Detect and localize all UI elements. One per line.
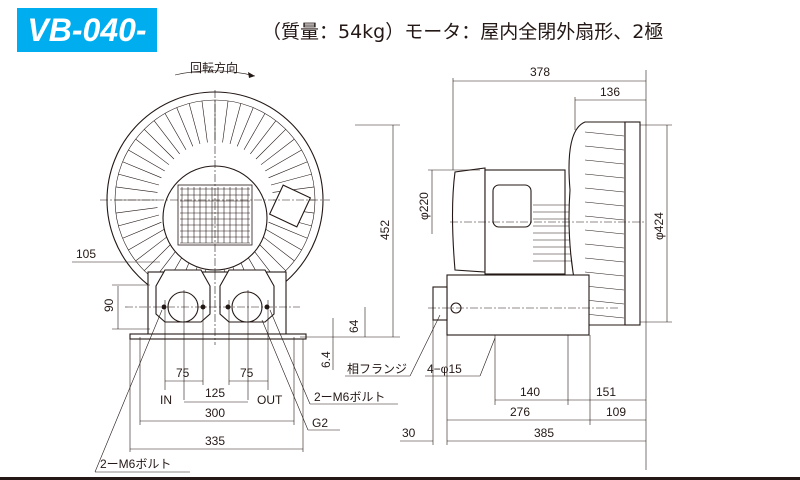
rotation-label: 回転方向 xyxy=(190,60,238,75)
dim-125: 125 xyxy=(205,386,225,400)
label-in: IN xyxy=(160,393,172,407)
dim-phi424: φ424 xyxy=(652,212,666,240)
spec-caption: （質量：54kg）モータ：屋内全閉外扇形、2極 xyxy=(262,21,664,43)
dim-136: 136 xyxy=(600,85,620,99)
label-bolt-left: 2ーM6ボルト xyxy=(100,457,171,471)
base-side xyxy=(446,274,590,336)
dim-75-out: 75 xyxy=(240,366,254,380)
base-plate xyxy=(129,333,307,340)
model-badge: VB-040-E4 xyxy=(17,8,157,92)
dim-30: 30 xyxy=(402,426,416,440)
dim-75-in: 75 xyxy=(176,366,190,380)
label-bolt-right: 2ーM6ボルト xyxy=(314,390,385,404)
terminal-box xyxy=(268,184,312,228)
bottom-rule xyxy=(0,477,800,480)
motor-fan-cover xyxy=(451,167,486,273)
dim-452: 452 xyxy=(378,220,392,240)
flange-side xyxy=(432,286,448,321)
terminal-box-side xyxy=(492,184,532,228)
label-g2: G2 xyxy=(312,416,328,430)
dim-140: 140 xyxy=(520,385,540,399)
side-view: 378 136 φ220 φ424 140 151 276 109 385 30… xyxy=(345,65,672,470)
dim-90: 90 xyxy=(102,298,116,312)
label-holes: 4−φ15 xyxy=(427,362,462,376)
label-flange: 相フランジ xyxy=(347,362,407,376)
dim-378: 378 xyxy=(530,65,550,79)
dim-276: 276 xyxy=(510,405,530,419)
dim-64: 64 xyxy=(347,319,361,333)
dim-6-4: 6.4 xyxy=(319,351,333,368)
rotation-arrow-icon xyxy=(174,70,256,77)
blower-cover xyxy=(624,121,641,326)
dim-109: 109 xyxy=(606,405,626,419)
dim-335: 335 xyxy=(205,434,225,448)
dim-300: 300 xyxy=(205,406,225,420)
dim-105: 105 xyxy=(76,247,96,261)
dim-385: 385 xyxy=(534,426,554,440)
label-out: OUT xyxy=(257,393,283,407)
dim-phi220: φ220 xyxy=(417,192,431,220)
front-view: 回転方向 105 90 452 64 6.4 75 7 xyxy=(72,60,400,473)
dim-151: 151 xyxy=(596,385,616,399)
